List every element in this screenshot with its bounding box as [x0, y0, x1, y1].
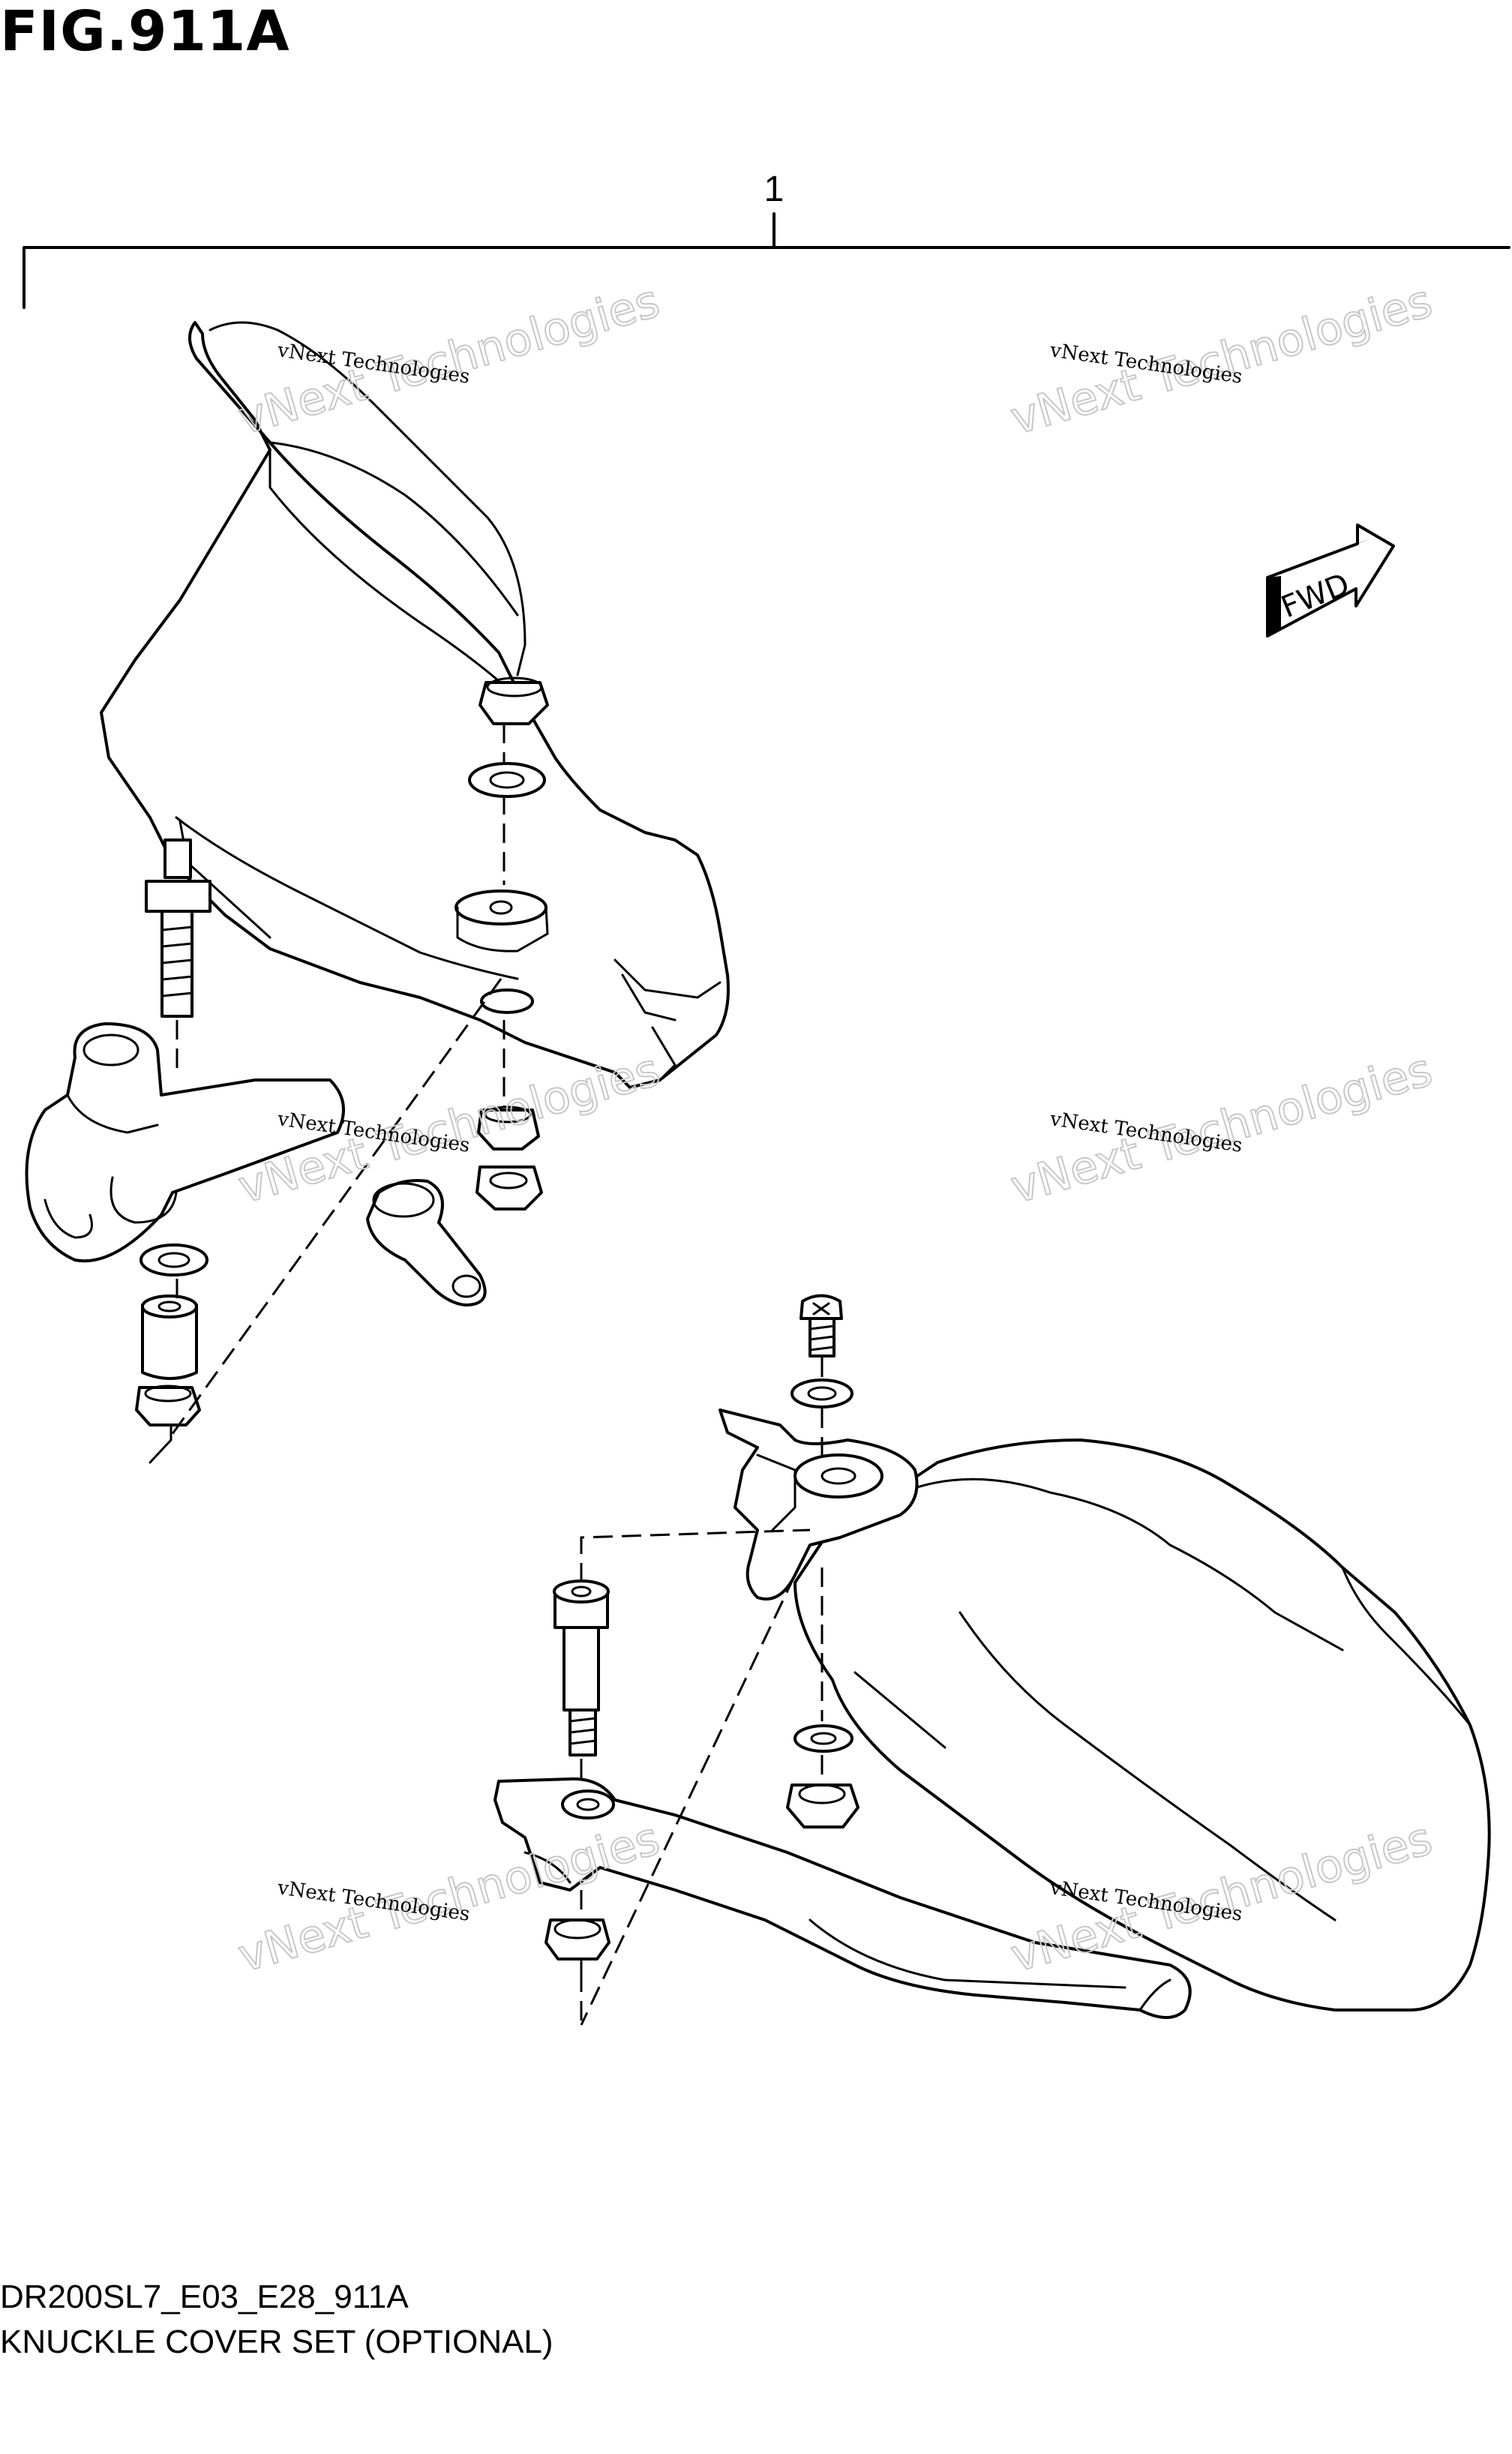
watermark: vNext Technologies vNext Technologies: [1004, 1043, 1438, 1215]
diagram-caption: KNUCKLE COVER SET (OPTIONAL): [0, 2324, 554, 2360]
upper-knuckle-guard[interactable]: [100, 321, 730, 1089]
assembly-line: [148, 1438, 172, 1464]
watermark: vNext Technologies vNext Technologies: [1004, 274, 1438, 446]
assembly-line: [166, 978, 502, 1441]
lower-nut[interactable]: [786, 1784, 860, 1828]
callout-bracket: [22, 246, 1510, 309]
left-washer[interactable]: [140, 1244, 208, 1276]
diagram-code: DR200SL7_E03_E28_911A: [0, 2278, 409, 2315]
lower-washer-mid[interactable]: [794, 1724, 854, 1753]
lever-bolt[interactable]: [553, 1580, 610, 1756]
upper-washer[interactable]: [468, 762, 546, 798]
watermark: vNext Technologies vNext Technologies: [232, 1812, 666, 1984]
rubber-cap[interactable]: [366, 1179, 487, 1306]
lever-nut[interactable]: [544, 1918, 610, 1960]
knuckle-clamp-bracket[interactable]: [25, 1022, 345, 1263]
part-callout-1[interactable]: 1: [22, 170, 1510, 309]
upper-nut-top[interactable]: [478, 676, 549, 725]
figure-title: FIG.911A: [0, 0, 290, 64]
upper-bolt[interactable]: [145, 838, 212, 1018]
upper-nut-small[interactable]: [476, 1166, 543, 1210]
lower-mount-bracket[interactable]: [718, 1408, 919, 1600]
lower-knuckle-guard[interactable]: [794, 1438, 1491, 2012]
callout-number: 1: [764, 170, 784, 209]
lower-washer-top[interactable]: [790, 1378, 854, 1408]
upper-nut-flanged[interactable]: [477, 1106, 540, 1150]
watermark: vNext Technologies vNext Technologies: [232, 274, 666, 446]
fwd-arrow-icon: FWD: [1266, 524, 1395, 638]
left-nut-bottom[interactable]: [135, 1384, 201, 1426]
upper-washer-lower[interactable]: [480, 988, 534, 1014]
lower-screw[interactable]: [800, 1294, 843, 1358]
assembly-line: [580, 1528, 811, 1582]
left-spacer[interactable]: [141, 1294, 198, 1380]
assembly-line: [580, 1574, 796, 2026]
watermark: vNext Technologies vNext Technologies: [232, 1043, 666, 1215]
